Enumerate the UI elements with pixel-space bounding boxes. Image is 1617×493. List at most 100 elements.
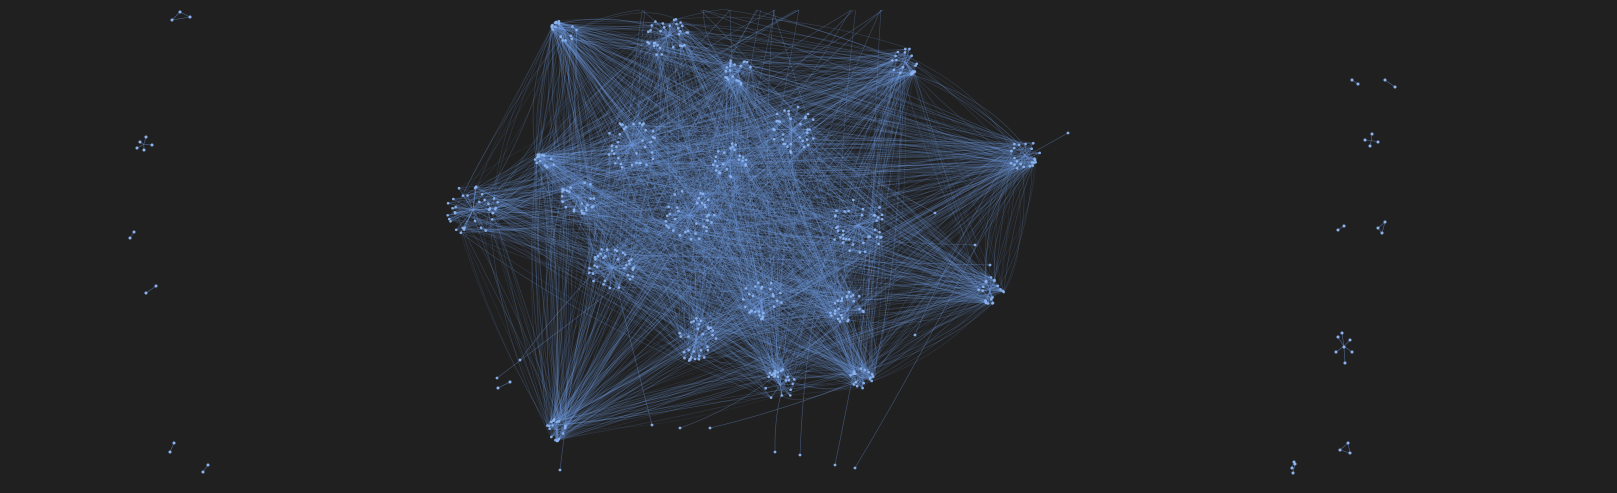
graph-node-283[interactable] <box>599 252 602 256</box>
graph-node-60[interactable] <box>728 69 732 72</box>
graph-node-6[interactable] <box>571 25 574 28</box>
graph-node-271[interactable] <box>592 279 595 283</box>
graph-node-7[interactable] <box>551 28 555 31</box>
graph-node-430[interactable] <box>991 296 994 299</box>
graph-node-107[interactable] <box>610 149 614 152</box>
graph-node-306[interactable] <box>744 305 747 309</box>
graph-node-225[interactable] <box>880 213 884 217</box>
graph-node-38[interactable] <box>681 24 684 28</box>
graph-node-474[interactable] <box>494 206 498 210</box>
graph-node-273[interactable] <box>608 286 612 290</box>
graph-node-211[interactable] <box>700 201 704 205</box>
graph-node-303[interactable] <box>761 317 764 321</box>
graph-node-363[interactable] <box>707 327 711 330</box>
graph-node-308[interactable] <box>758 314 761 317</box>
graph-node-304[interactable] <box>757 281 760 285</box>
graph-node-329[interactable] <box>840 299 843 303</box>
graph-node-554[interactable] <box>933 211 937 215</box>
graph-node-251[interactable] <box>839 236 842 239</box>
graph-node-366[interactable] <box>693 357 697 361</box>
graph-node-390[interactable] <box>779 369 783 373</box>
graph-node-536[interactable] <box>550 435 553 439</box>
graph-node-402[interactable] <box>861 386 864 390</box>
graph-node-446[interactable] <box>1013 142 1016 146</box>
graph-node-118[interactable] <box>653 136 656 140</box>
graph-node-89[interactable] <box>908 47 911 51</box>
graph-node-286[interactable] <box>593 264 596 267</box>
graph-node-62[interactable] <box>737 79 740 83</box>
graph-node-43[interactable] <box>668 24 672 27</box>
graph-node-581[interactable] <box>201 470 205 474</box>
graph-node-465[interactable] <box>454 228 458 232</box>
graph-node-525[interactable] <box>548 427 551 431</box>
graph-node-20[interactable] <box>683 43 686 47</box>
graph-node-53[interactable] <box>726 78 730 81</box>
graph-node-507[interactable] <box>583 181 586 184</box>
graph-node-347[interactable] <box>833 301 837 305</box>
graph-node-87[interactable] <box>894 54 897 58</box>
graph-node-433[interactable] <box>986 302 990 305</box>
graph-node-401[interactable] <box>853 370 856 373</box>
graph-node-167[interactable] <box>731 145 734 148</box>
graph-node-59[interactable] <box>729 61 732 65</box>
graph-node-572[interactable] <box>150 143 154 147</box>
graph-node-220[interactable] <box>710 221 713 224</box>
graph-node-119[interactable] <box>643 145 647 149</box>
graph-node-514[interactable] <box>564 205 568 209</box>
graph-node-342[interactable] <box>836 299 839 303</box>
graph-node-187[interactable] <box>705 229 708 233</box>
graph-node-269[interactable] <box>624 264 628 267</box>
graph-node-148[interactable] <box>781 133 785 136</box>
graph-node-454[interactable] <box>1034 161 1037 164</box>
graph-node-521[interactable] <box>551 424 554 427</box>
graph-node-178[interactable] <box>729 174 732 178</box>
graph-node-86[interactable] <box>910 73 913 76</box>
graph-node-61[interactable] <box>739 64 742 68</box>
graph-node-437[interactable] <box>1002 290 1005 294</box>
graph-node-605[interactable] <box>508 380 512 384</box>
graph-node-317[interactable] <box>760 285 764 289</box>
graph-node-467[interactable] <box>487 202 490 205</box>
graph-node-50[interactable] <box>681 44 684 48</box>
graph-node-91[interactable] <box>651 129 655 133</box>
graph-node-336[interactable] <box>861 309 865 313</box>
graph-node-594[interactable] <box>1348 338 1352 342</box>
graph-node-54[interactable] <box>731 75 735 78</box>
graph-node-219[interactable] <box>699 192 702 195</box>
graph-node-565[interactable] <box>973 243 977 247</box>
graph-node-578[interactable] <box>154 284 158 288</box>
graph-node-258[interactable] <box>873 214 877 217</box>
graph-node-602[interactable] <box>1291 471 1295 475</box>
graph-node-275[interactable] <box>603 279 607 283</box>
graph-node-75[interactable] <box>904 47 907 51</box>
graph-node-215[interactable] <box>673 193 677 196</box>
graph-node-590[interactable] <box>1383 220 1387 224</box>
graph-node-247[interactable] <box>868 235 872 238</box>
graph-node-591[interactable] <box>1380 231 1384 235</box>
graph-node-386[interactable] <box>769 396 773 399</box>
graph-node-480[interactable] <box>459 231 463 234</box>
graph-node-325[interactable] <box>833 312 837 316</box>
graph-node-573[interactable] <box>142 148 146 152</box>
graph-node-528[interactable] <box>561 432 565 435</box>
graph-node-557[interactable] <box>678 426 682 430</box>
graph-node-345[interactable] <box>829 311 832 315</box>
graph-node-90[interactable] <box>913 70 917 73</box>
graph-node-181[interactable] <box>742 156 745 159</box>
graph-node-129[interactable] <box>783 109 786 112</box>
graph-node-224[interactable] <box>841 233 845 237</box>
graph-node-200[interactable] <box>703 203 706 207</box>
graph-node-447[interactable] <box>1022 165 1026 169</box>
graph-node-164[interactable] <box>725 168 729 171</box>
graph-node-501[interactable] <box>561 200 564 204</box>
graph-node-472[interactable] <box>466 194 469 197</box>
graph-node-364[interactable] <box>692 350 696 353</box>
graph-node-123[interactable] <box>619 162 623 166</box>
graph-node-221[interactable] <box>672 229 675 232</box>
graph-node-191[interactable] <box>694 232 697 235</box>
graph-node-213[interactable] <box>686 229 690 233</box>
graph-node-264[interactable] <box>605 248 609 251</box>
graph-node-168[interactable] <box>711 163 715 166</box>
graph-node-486[interactable] <box>453 211 457 215</box>
graph-node-515[interactable] <box>572 210 576 213</box>
